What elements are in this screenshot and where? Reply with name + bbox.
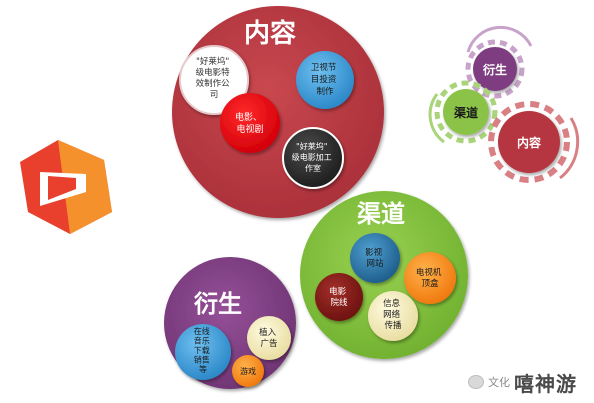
svg-text:信息 网络 传播: 信息 网络 传播 (383, 298, 403, 331)
svg-text:"好莱坞" 级电影特 效制作: "好莱坞" 级电影特 效制作公 司 (196, 56, 233, 100)
svg-text:内容: 内容 (517, 135, 541, 150)
gear-derivative-icon: 衍生 (465, 39, 525, 99)
svg-text:"好莱坞" 级电影加工 作室: "好莱坞" 级电影加工 作室 (292, 141, 335, 173)
orbit-arc (466, 25, 533, 53)
svg-text:影视 网站: 影视 网站 (365, 247, 385, 269)
node-info-network: 信息 网络 传播 (368, 291, 418, 341)
derivative-title: 衍生 (194, 290, 242, 318)
gear-channel-icon: 渠道 (434, 80, 498, 144)
watermark: 文化 嘻神游 (468, 370, 577, 396)
node-ads: 植入 广告 (247, 316, 291, 360)
orbit-arc (428, 93, 445, 144)
watermark-brand-text: 嘻神游 (514, 371, 577, 396)
derivative-cluster: 衍生 在线 音乐 下载 销售 等 植入 广告 游戏 (164, 257, 296, 389)
node-cinema: 电影 院线 (315, 273, 363, 321)
node-online-music: 在线 音乐 下载 销售 等 (175, 324, 231, 380)
node-games: 游戏 (232, 355, 264, 387)
svg-text:卫视节 目投资 制作: 卫视节 目投资 制作 (311, 62, 339, 97)
node-tv-box: 电视机 顶盒 (404, 252, 456, 304)
gear-content-icon: 内容 (488, 101, 570, 183)
wechat-icon (468, 375, 484, 389)
orbit-arc (559, 117, 580, 180)
svg-text:衍生: 衍生 (482, 62, 507, 77)
node-film-tv: 电影、 电视剧 (220, 93, 280, 153)
node-satellite: 卫视节 目投资 制作 (296, 51, 354, 109)
channel-cluster: 渠道 影视 网站 电视机 顶盒 电影 院线 信息 (300, 191, 468, 359)
svg-text:在线 音乐 下载: 在线 音乐 下载 销售 等 (194, 326, 213, 374)
watermark-small-text: 文化 (488, 376, 510, 389)
node-cinema-site: 影视 网站 (350, 233, 400, 283)
svg-text:植入 广告: 植入 广告 (259, 327, 279, 349)
content-title: 内容 (244, 18, 296, 49)
svg-text:电视机 顶盒: 电视机 顶盒 (416, 267, 444, 289)
svg-text:渠道: 渠道 (454, 105, 478, 120)
svg-text:游戏: 游戏 (240, 366, 256, 376)
node-haolaiwu-anim: "好莱坞" 级电影加工 作室 (282, 127, 344, 189)
node-haolaiwu-film: "好莱坞" 级电影特 效制作公 司 (179, 45, 249, 115)
content-cluster: 内容 "好莱坞" 级电影特 效制作公 司 电影、 电视剧 卫视节 目投资 制作 (172, 6, 384, 218)
svg-text:电影 院线: 电影 院线 (329, 286, 349, 308)
svg-text:电影、 电视剧: 电影、 电视剧 (235, 111, 265, 135)
gear-diagram: 衍生 渠道 内容 (428, 25, 580, 183)
brand-logo-icon (20, 140, 112, 234)
channel-title: 渠道 (357, 200, 405, 228)
